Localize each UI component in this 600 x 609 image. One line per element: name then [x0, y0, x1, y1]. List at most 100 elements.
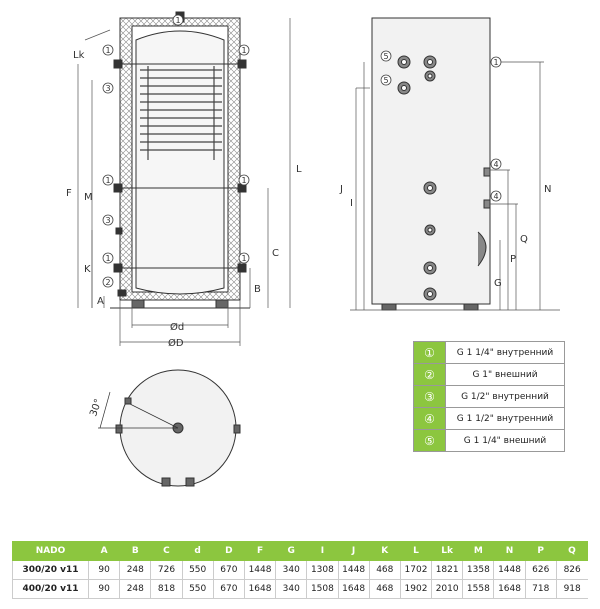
table-cell: 726 [150, 559, 183, 580]
table-cell: 1358 [462, 559, 494, 580]
legend-number: ④ [413, 407, 446, 430]
header-f: F [243, 541, 277, 561]
dim-i-label: I [350, 198, 353, 209]
header-p: P [524, 541, 557, 561]
header-b: B [119, 541, 152, 561]
table-cell: 1902 [399, 579, 432, 599]
marker-4: 4 [494, 192, 499, 201]
dim-d-outer-label: ØD [168, 337, 184, 349]
marker-1: 1 [242, 46, 247, 55]
header-g: G [275, 541, 308, 561]
table-cell: 340 [275, 579, 307, 599]
marker-2: 2 [106, 278, 111, 287]
legend-number: ① [413, 341, 446, 364]
front-dimension-labels: Lk F M K A L C B Ød ØD [66, 50, 302, 349]
header-n: N [493, 541, 526, 561]
connection-legend: ① G 1 1/4" внутренний ② G 1" внешний ③ G… [413, 341, 565, 452]
table-cell: 1648 [243, 579, 276, 599]
dimensions-table: NADO A B C d D F G I J K L Lk M N P Q 30… [12, 541, 589, 599]
side-dimension-labels: J I N Q P G [339, 184, 551, 289]
legend-number: ⑤ [413, 429, 446, 452]
heating-coil [140, 66, 222, 160]
table-cell: 670 [212, 579, 245, 599]
dim-n-label: N [544, 184, 551, 195]
table-cell: 248 [119, 559, 151, 580]
table-cell: 550 [181, 559, 214, 580]
table-cell: 718 [524, 579, 557, 599]
marker-5: 5 [384, 76, 389, 85]
header-l: L [399, 541, 433, 561]
table-cell: 626 [524, 559, 557, 580]
table-cell: 550 [181, 579, 214, 599]
dim-k-label: K [84, 264, 91, 275]
table-row: 300/20 v11 90 248 726 550 670 1448 340 1… [12, 559, 588, 580]
table-cell: 340 [275, 559, 307, 580]
header-c: C [150, 541, 183, 561]
table-cell-model: 400/20 v11 [12, 579, 89, 599]
legend-number: ③ [413, 385, 446, 408]
legend-text: G 1/2" внутренний [445, 385, 565, 408]
front-dimensions [77, 18, 291, 346]
table-cell: 1648 [337, 579, 370, 599]
angle-label: 30° [88, 398, 104, 418]
table-cell: 1558 [462, 579, 494, 599]
marker-3: 3 [106, 84, 111, 93]
side-dimensions [355, 61, 544, 310]
legend-text: G 1 1/4" внутренний [445, 341, 565, 364]
dim-g-label: G [494, 278, 502, 289]
table-cell: 918 [555, 579, 588, 599]
table-header-row: NADO A B C d D F G I J K L Lk M N P Q [12, 541, 589, 561]
marker-1: 1 [106, 176, 111, 185]
dim-p-label: P [510, 254, 516, 265]
dim-c-label: C [272, 248, 279, 259]
header-j: J [337, 541, 370, 561]
top-view [98, 369, 241, 487]
marker-1: 1 [494, 58, 499, 67]
table-cell: 826 [555, 559, 588, 580]
table-cell: 818 [150, 579, 183, 599]
dim-a-label: A [97, 296, 104, 307]
dim-b-label: B [254, 284, 261, 295]
table-cell: 1448 [337, 559, 370, 580]
header-m: M [462, 541, 495, 561]
marker-1: 1 [176, 16, 181, 25]
table-cell: 90 [87, 559, 120, 580]
marker-1: 1 [242, 254, 247, 263]
dim-q-label: Q [520, 234, 528, 245]
table-cell: 1448 [243, 559, 276, 580]
header-i: I [306, 541, 339, 561]
legend-text: G 1" внешний [445, 363, 565, 386]
table-cell: 1702 [399, 559, 432, 580]
table-cell: 2010 [431, 579, 463, 599]
marker-1: 1 [106, 46, 111, 55]
marker-1: 1 [106, 254, 111, 263]
side-view [350, 17, 560, 311]
table-cell: 1308 [306, 559, 338, 580]
dim-lk-label: Lk [73, 50, 85, 61]
legend-row: ④ G 1 1/2" внутренний [413, 407, 565, 430]
dim-m-label: M [84, 192, 93, 203]
header-d-outer: D [212, 541, 245, 561]
side-connection-markers: 5 5 1 4 4 [380, 50, 502, 202]
header-q: Q [555, 541, 589, 561]
marker-3: 3 [106, 216, 111, 225]
table-cell: 1508 [306, 579, 338, 599]
legend-row: ⑤ G 1 1/4" внешний [413, 429, 565, 452]
table-row: 400/20 v11 90 248 818 550 670 1648 340 1… [12, 579, 588, 599]
table-cell: 468 [368, 559, 401, 580]
table-cell: 468 [368, 579, 401, 599]
front-section-view [110, 11, 250, 309]
dim-j-label: J [339, 184, 343, 195]
front-connection-markers: 1 1 1 3 1 1 3 1 1 2 [102, 14, 250, 288]
table-cell: 90 [87, 579, 120, 599]
marker-1: 1 [242, 176, 247, 185]
legend-row: ① G 1 1/4" внутренний [413, 341, 565, 364]
legend-row: ② G 1" внешний [413, 363, 565, 386]
table-cell-model: 300/20 v11 [12, 559, 89, 580]
table-cell: 248 [119, 579, 151, 599]
marker-4: 4 [494, 160, 499, 169]
header-lk: Lk [431, 541, 464, 561]
header-d-inner: d [181, 541, 214, 561]
table-cell: 1648 [493, 579, 526, 599]
dim-f-label: F [66, 188, 72, 199]
